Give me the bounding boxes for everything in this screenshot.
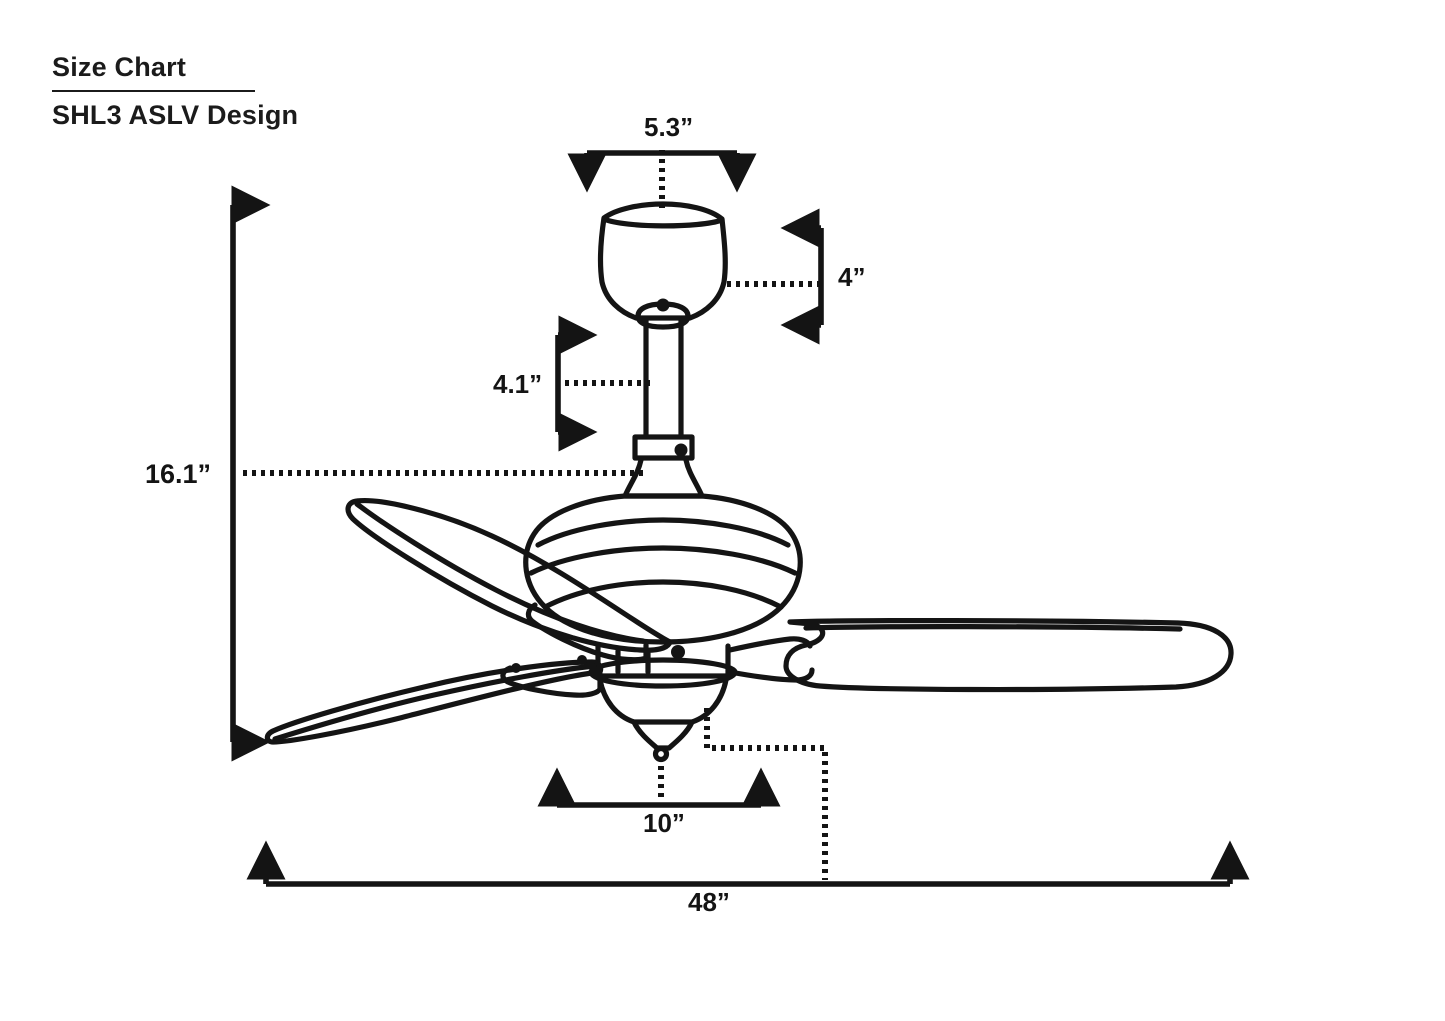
motor-neck [622,457,705,499]
blade-lower-left [264,659,604,745]
motor-housing [523,493,803,645]
dimension-label-blade-span: 48” [688,887,730,917]
dimension-label-light-width: 10” [643,808,685,838]
dimension-overall-height [230,185,646,762]
blade-span-leader [704,708,828,880]
finial [631,719,695,751]
dimension-blade-span [246,708,1250,887]
page-subtitle: SHL3 ASLV Design [52,100,299,130]
canopy-inner-edge [601,216,725,229]
motor-band-2 [528,545,798,576]
page-title: Size Chart [52,52,187,82]
blade-upper-left-crease [354,501,646,644]
blade-right-crease [803,624,1183,632]
downrod-screw [674,443,688,457]
dimension-label-overall-height: 16.1” [145,459,212,489]
hub-screw [671,645,685,659]
dimension-label-downrod: 4.1” [493,369,543,399]
canopy-screw [656,298,670,312]
blade-lower-left-crease [272,663,597,742]
canopy-collar [635,301,691,330]
light-kit-bowl [588,657,738,689]
fan-outline [264,201,1234,763]
title-divider [52,90,255,92]
blade-iron-right [727,636,815,683]
blade-bolt-lower-left-2 [577,655,587,665]
dimension-label-canopy-width: 5.3” [644,112,694,142]
blade-iron-lower-left [500,665,603,698]
motor-band-3 [542,579,784,610]
blade-iron-upper-left [525,602,649,663]
dimension-downrod [555,315,650,452]
dimension-canopy-height [727,208,824,345]
dimension-light-width [537,757,781,808]
downrod-lower-collar [632,434,695,461]
blade-bolt-lower-left [511,663,521,673]
blade-right [783,618,1234,693]
dimension-label-canopy-height: 4” [838,262,866,292]
light-kit-glass [597,677,729,725]
dimension-canopy-width [567,150,757,208]
motor-band-1 [535,517,791,548]
downrod [643,317,684,439]
blade-upper-left [345,498,673,653]
